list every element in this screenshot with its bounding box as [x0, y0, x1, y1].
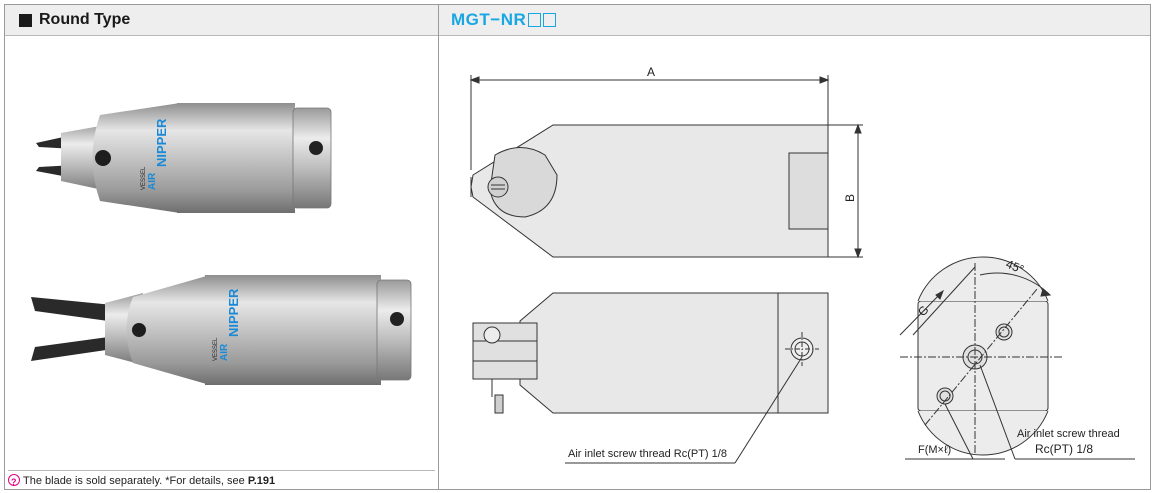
catalog-frame: Round Type MGT−NR [4, 4, 1151, 492]
model-placeholder-box [528, 13, 542, 27]
angle-label: 45° [1004, 257, 1026, 277]
model-number: MGT−NR [451, 10, 557, 30]
dimension-a-label: A [647, 65, 655, 79]
brand-air: AIR [147, 172, 158, 190]
brand-nipper: NIPPER [226, 288, 241, 337]
right-header: MGT−NR [439, 5, 1150, 36]
panel-divider [438, 5, 439, 489]
dimension-b-label: B [843, 194, 857, 202]
note-text: The blade is sold separately. *For detai… [23, 475, 248, 487]
info-icon [8, 472, 20, 492]
model-prefix: MGT−NR [451, 10, 527, 29]
model-placeholder-box [543, 13, 557, 27]
end-view [899, 256, 1135, 460]
blade-note: The blade is sold separately. *For detai… [8, 470, 435, 492]
side-view [472, 292, 829, 464]
thread-size-label: F(M×ℓ) [918, 444, 951, 456]
page-reference-link[interactable]: P.191 [247, 475, 276, 487]
brand-small: VESSEL [141, 166, 147, 190]
product-photo-short-blade: VESSEL AIR NIPPER [36, 103, 332, 213]
top-view [469, 75, 863, 259]
end-air-inlet-label-line1: Air inlet screw thread [1017, 428, 1120, 440]
section-title: Round Type [39, 11, 131, 28]
side-air-inlet-label: Air inlet screw thread Rc(PT) 1/8 [568, 448, 727, 460]
dimension-g-label: G [915, 303, 932, 319]
brand-nipper: NIPPER [154, 118, 169, 167]
product-photos: VESSEL AIR NIPPER VESSEL AIR NIPPER [31, 103, 412, 385]
square-bullet-icon [19, 14, 32, 27]
product-photo-long-blade: VESSEL AIR NIPPER [31, 275, 412, 385]
brand-small: VESSEL [213, 337, 219, 361]
brand-air: AIR [219, 343, 230, 361]
end-air-inlet-label-line2: Rc(PT) 1/8 [1035, 442, 1093, 456]
left-header: Round Type [5, 5, 438, 36]
